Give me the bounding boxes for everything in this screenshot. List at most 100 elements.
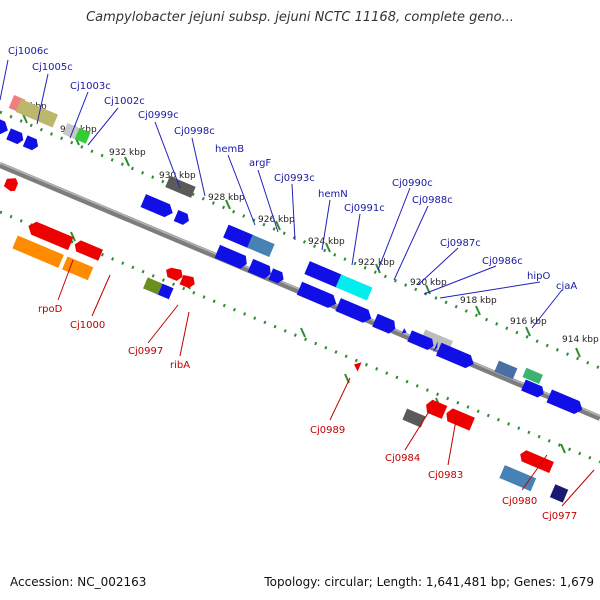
gene-block (62, 122, 81, 140)
label-text: Cj1000 (70, 320, 105, 331)
label-text: Cj0984 (385, 453, 420, 464)
label-text: Cj1005c (32, 62, 73, 73)
gene-block (402, 408, 426, 428)
gene-arrow (3, 178, 19, 192)
label-text: hipO (527, 271, 550, 282)
label-text: Cj0993c (274, 173, 315, 184)
gene-block (12, 235, 64, 268)
label-text: Cj0997 (128, 346, 163, 357)
tick-label-926: 926 kbp (258, 215, 295, 225)
label-text: Cj1002c (104, 96, 145, 107)
gene-arrow (372, 313, 396, 334)
label-Cj0991c: Cj0991c (344, 203, 385, 266)
label-text: Cj0977 (542, 511, 577, 522)
tick-label-922: 922 kbp (358, 258, 395, 268)
label-text: argF (249, 158, 271, 169)
gene-block (549, 484, 569, 503)
label-text: ribA (170, 360, 190, 371)
gene-arrow (74, 240, 103, 261)
gene-arrow (173, 209, 189, 225)
gene-arrow (335, 298, 372, 323)
gene-arrow (28, 221, 74, 251)
label-text: Cj0986c (482, 256, 523, 267)
genome-stats-text: Topology: circular; Length: 1,641,481 bp… (264, 575, 594, 589)
label-text: cjaA (556, 281, 577, 292)
label-Cj0986c: Cj0986c (423, 256, 523, 295)
label-text: Cj0990c (392, 178, 433, 189)
gene-block (494, 360, 518, 380)
label-Cj1003c: Cj1003c (69, 81, 111, 139)
label-Cj0987c: Cj0987c (417, 238, 481, 286)
tick-label-930: 930 kbp (159, 171, 196, 181)
tick-label-914: 914 kbp (562, 335, 599, 345)
gene-block (304, 261, 343, 289)
tick-916: 916 kbp (510, 317, 547, 337)
label-text: rpoD (38, 304, 63, 315)
label-hemB: hemB (215, 144, 256, 226)
label-Cj0998c: Cj0998c (174, 126, 215, 197)
tick-920: 920 kbp (410, 278, 447, 295)
label-text: Cj1006c (8, 46, 49, 57)
tick-914: 914 kbp (562, 335, 599, 358)
tick-label-920: 920 kbp (410, 278, 447, 288)
gene-block (15, 99, 58, 128)
gene-arrow (521, 379, 544, 398)
kbp-ticks: 936 kbp 934 kbp 932 kbp 930 kbp 928 kbp … (10, 102, 599, 358)
gene-block (335, 274, 373, 301)
tick-label-924: 924 kbp (308, 237, 345, 247)
gene-arrow (433, 341, 438, 353)
gene-block (143, 277, 163, 295)
tick-label-928: 928 kbp (208, 193, 245, 203)
label-Cj0989: Cj0989 (310, 377, 351, 436)
gene-arrow (22, 135, 39, 151)
gene-arrow (166, 267, 183, 281)
label-text: hemB (215, 144, 244, 155)
gene-arrow (6, 128, 24, 145)
label-Cj0980: Cj0980 (502, 454, 548, 507)
gene-block (522, 367, 543, 385)
label-Cj0999c: Cj0999c (138, 110, 181, 189)
gene-arrow (426, 399, 448, 419)
label-text: Cj0983 (428, 470, 463, 481)
gene-arrow (354, 362, 362, 372)
gene-block (223, 224, 255, 249)
gene-arrow (296, 281, 337, 308)
gene-block (247, 234, 275, 258)
label-Cj0984: Cj0984 (385, 409, 431, 464)
gene-arrow (401, 328, 407, 334)
gene-arrow (268, 268, 284, 284)
tick-918: 918 kbp (460, 296, 497, 316)
tick-922: 922 kbp (358, 258, 395, 274)
gene-arrow (157, 283, 174, 300)
tick-label-918: 918 kbp (460, 296, 497, 306)
gene-arrow (140, 194, 173, 218)
label-text: Cj0988c (412, 195, 453, 206)
label-Cj1002c: Cj1002c (87, 96, 145, 146)
gene-arrow (546, 389, 583, 415)
label-text: Cj1003c (70, 81, 111, 92)
gene-arrow (520, 450, 554, 473)
gene-arrow (446, 408, 475, 431)
label-Cj1006c: Cj1006c (0, 46, 49, 101)
tick-928: 928 kbp (208, 193, 245, 210)
label-text: hemN (318, 189, 348, 200)
label-Cj0993c: Cj0993c (274, 173, 315, 241)
gene-block (74, 128, 91, 144)
gene-block (62, 256, 94, 281)
label-hipO: hipO (439, 271, 550, 299)
forward-strand-genes (0, 94, 583, 415)
label-text: Cj0991c (344, 203, 385, 214)
label-Cj1005c: Cj1005c (32, 62, 73, 125)
reverse-gene-labels: rpoD Cj1000 Cj0997 ribA Cj0989 Cj0984 Cj… (38, 259, 595, 522)
gene-block (499, 465, 537, 492)
label-text: Cj0989 (310, 425, 345, 436)
tick-label-932: 932 kbp (109, 148, 146, 158)
gene-arrow (407, 330, 434, 350)
label-argF: argF (249, 158, 279, 233)
label-Cj1000: Cj1000 (70, 274, 111, 331)
tick-932: 932 kbp (109, 148, 146, 167)
label-text: Cj0987c (440, 238, 481, 249)
label-text: Cj0998c (174, 126, 215, 137)
label-text: Cj0980 (502, 496, 537, 507)
